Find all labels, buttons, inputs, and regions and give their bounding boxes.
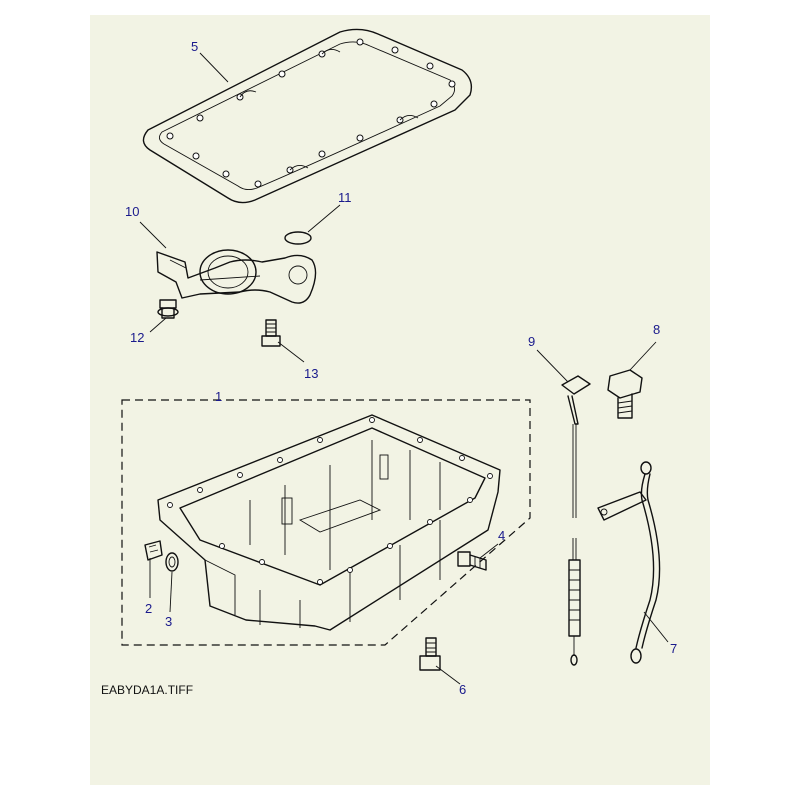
dipstick-tube-part-7 (597, 461, 661, 664)
callout-9: 9 (528, 334, 535, 349)
gasket-part-5 (142, 28, 473, 204)
callout-5: 5 (191, 39, 198, 54)
callout-13: 13 (304, 366, 318, 381)
bolt-part-4 (457, 551, 487, 571)
callout-1: 1 (215, 389, 222, 404)
oil-pickup-part-10 (156, 249, 317, 304)
figure-caption: EABYDA1A.TIFF (101, 683, 193, 697)
callout-2: 2 (145, 601, 152, 616)
callout-8: 8 (653, 322, 660, 337)
callout-7: 7 (670, 641, 677, 656)
callout-3: 3 (165, 614, 172, 629)
callout-10: 10 (125, 204, 139, 219)
callout-6: 6 (459, 682, 466, 697)
callout-12: 12 (130, 330, 144, 345)
callout-4: 4 (498, 528, 505, 543)
o-ring-part-11 (284, 231, 312, 245)
callout-11: 11 (338, 190, 352, 205)
dipstick-part-9 (561, 375, 591, 666)
bolt-part-13 (261, 319, 281, 347)
washer-part-3 (165, 552, 179, 572)
drain-plug-part-2 (144, 540, 163, 561)
bolt-part-6 (419, 637, 441, 671)
oil-sump-body (157, 414, 501, 631)
leader-lines (139, 52, 669, 685)
assembly-boundary-1 (121, 399, 531, 646)
bolt-part-12 (157, 299, 179, 319)
